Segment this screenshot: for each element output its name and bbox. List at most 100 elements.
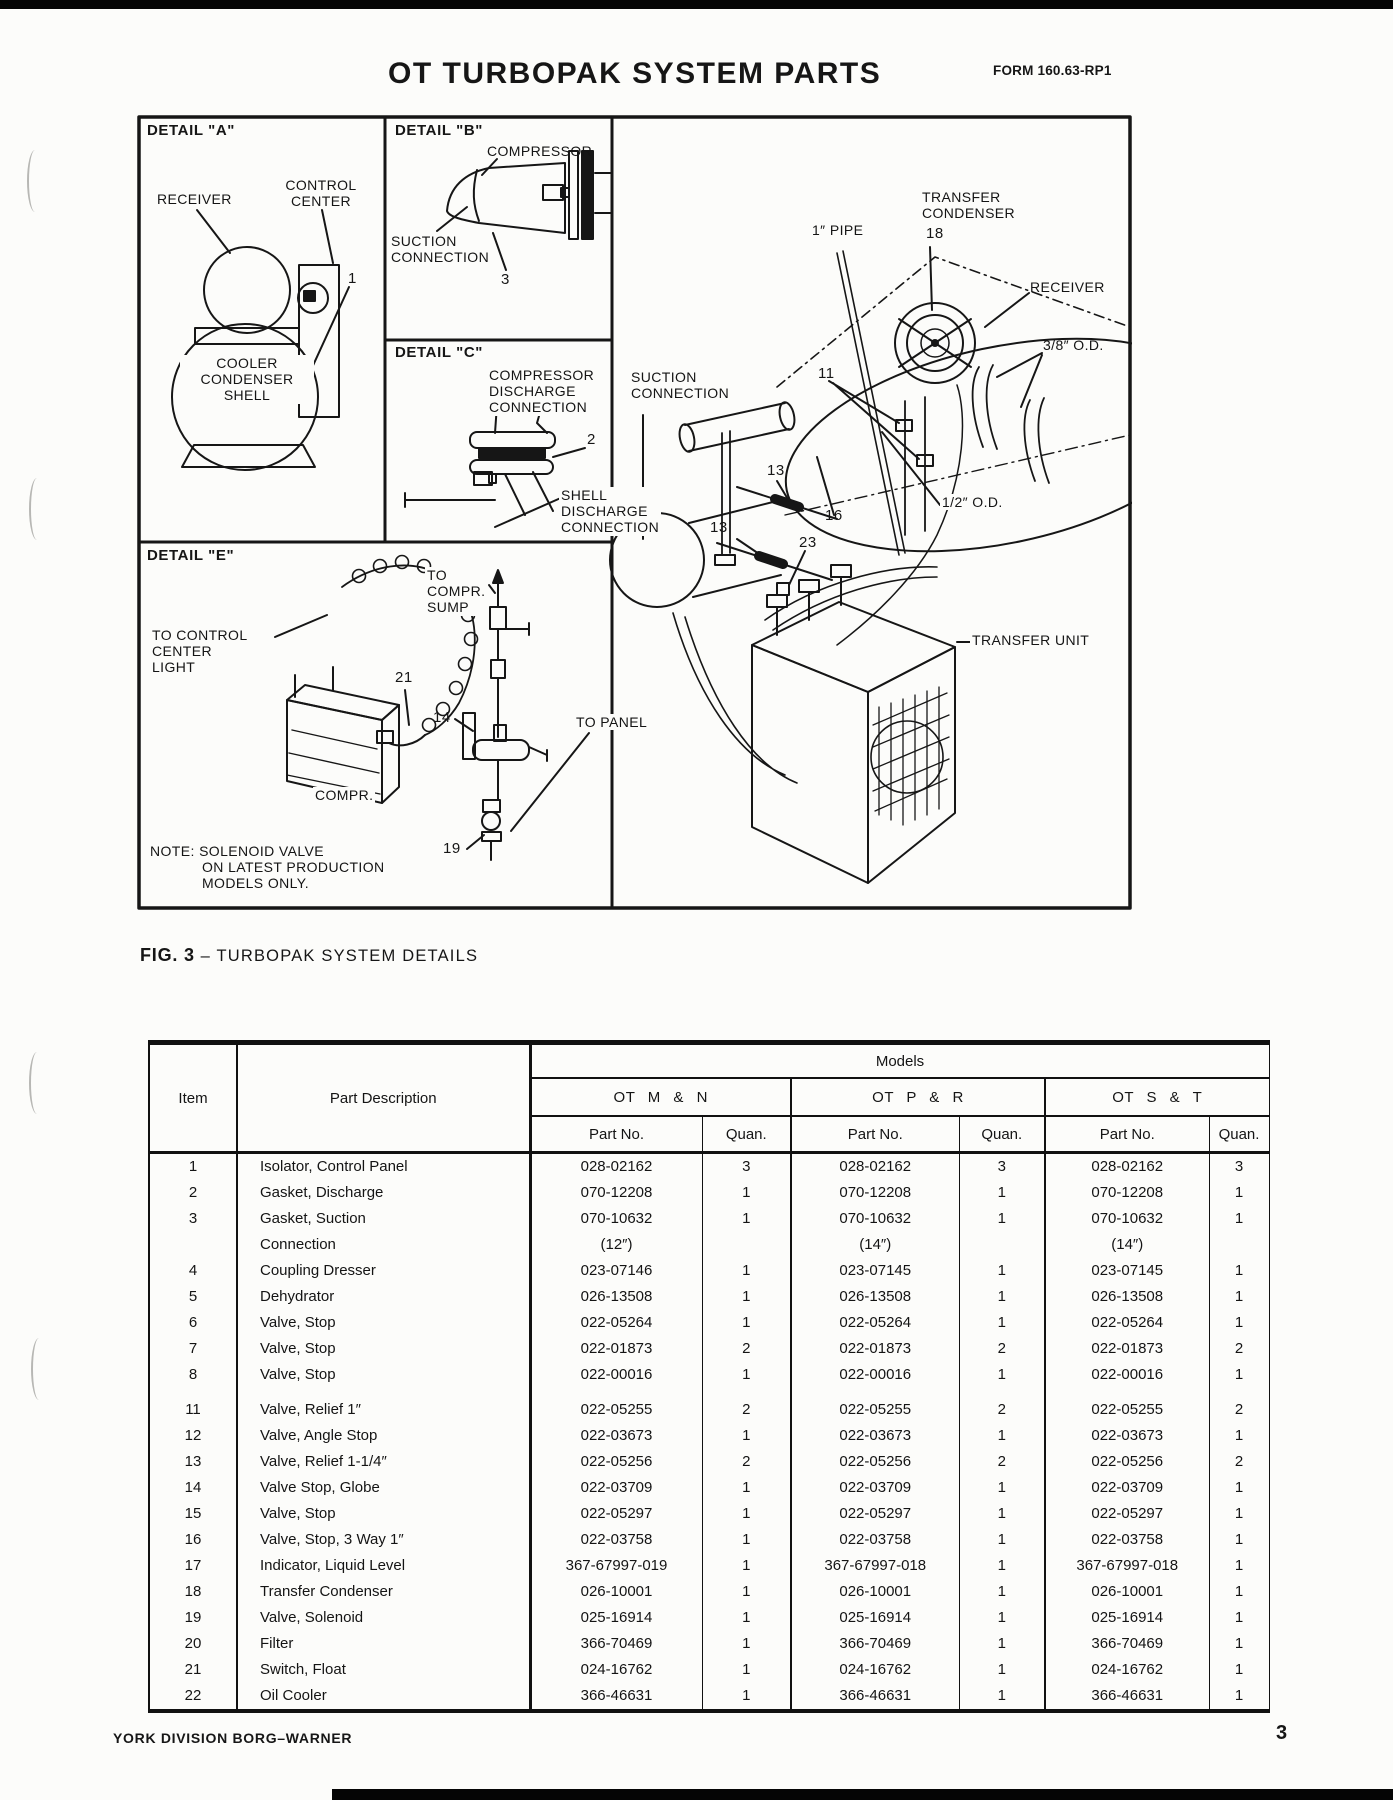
cell-quan: 1 (958, 1501, 1045, 1527)
cell-quan: 1 (701, 1657, 791, 1683)
callout-14: 14 (433, 709, 451, 726)
cell-part-no: 026-13508 (1044, 1284, 1209, 1310)
cell-part-description: Transfer Condenser (260, 1583, 393, 1600)
cell-quan: 1 (958, 1657, 1045, 1683)
cell-item: 20 (149, 1631, 238, 1657)
cell-part-no: 070-10632 (14″) (1044, 1206, 1209, 1258)
cell-quan: 1 (701, 1206, 791, 1258)
cell-item: 22 (149, 1683, 238, 1711)
cell-quan: 1 (1208, 1475, 1270, 1501)
cell-part-no: 366-70469 (790, 1631, 959, 1657)
cell-part-no: 022-05297 (1044, 1501, 1209, 1527)
callout-2: 2 (587, 431, 596, 448)
figure-line-art (137, 115, 1132, 910)
cell-part-no: 026-10001 (790, 1579, 959, 1605)
page-number: 3 (1276, 1722, 1288, 1744)
callout-16: 16 (825, 507, 843, 524)
cell-quan: 2 (1208, 1388, 1270, 1423)
cell-part-no: 022-03673 (1044, 1423, 1209, 1449)
cell-quan: 1 (701, 1475, 791, 1501)
cell-item: 17 (149, 1553, 238, 1579)
cell-part-description: Valve, Stop (260, 1505, 336, 1522)
label-compressor-discharge: COMPRESSOR DISCHARGE CONNECTION (487, 367, 597, 416)
cell-part-no: 366-46631 (1044, 1683, 1209, 1711)
cell-quan: 1 (1208, 1423, 1270, 1449)
cell-part-no: 070-12208 (1044, 1180, 1209, 1206)
callout-19: 19 (443, 840, 461, 857)
cell-part-no: 026-10001 (528, 1579, 702, 1605)
cell-quan: 2 (701, 1336, 791, 1362)
cell-part-no: 367-67997-019 (528, 1553, 702, 1579)
cell-quan: 1 (958, 1362, 1045, 1388)
cell-quan: 2 (1208, 1336, 1270, 1362)
cell-part-description: Switch, Float (260, 1661, 346, 1678)
cell-part-description: Valve, Relief 1-1/4″ (260, 1453, 387, 1470)
callout-3: 3 (501, 271, 510, 288)
cell-quan: 1 (701, 1553, 791, 1579)
cell-part-no: 022-01873 (1044, 1336, 1209, 1362)
cell-part-no: 022-05264 (528, 1310, 702, 1336)
detail-c-title: DETAIL "C" (395, 344, 484, 361)
cell-quan: 1 (701, 1683, 791, 1711)
cell-part-no: 024-16762 (790, 1657, 959, 1683)
cell-part-no: 022-03758 (1044, 1527, 1209, 1553)
cell-item: 16 (149, 1527, 238, 1553)
cell-quan: 1 (1208, 1501, 1270, 1527)
cell-quan: 1 (701, 1284, 791, 1310)
cell-quan: 1 (701, 1423, 791, 1449)
figure-caption-text: – TURBOPAK SYSTEM DETAILS (194, 947, 479, 965)
cell-part-description: Valve, Solenoid (260, 1609, 364, 1626)
scan-artifact (29, 478, 45, 540)
label-1in-pipe: 1″ PIPE (812, 222, 864, 238)
cell-quan: 1 (701, 1501, 791, 1527)
cell-quan: 1 (1208, 1206, 1270, 1258)
cell-quan: 1 (958, 1527, 1045, 1553)
cell-item: 19 (149, 1605, 238, 1631)
cell-part-description: Valve, Stop (260, 1314, 336, 1331)
cell-part-no: 025-16914 (528, 1605, 702, 1631)
cell-part-no: 022-01873 (790, 1336, 959, 1362)
col-header-part-no-1: Part No. (528, 1116, 702, 1154)
cell-item: 5 (149, 1284, 238, 1310)
col-group-ot-pr: OT P & R (790, 1078, 1045, 1117)
callout-13b: 13 (710, 519, 728, 536)
col-header-models: Models (528, 1042, 1270, 1079)
cell-part-no: 025-16914 (790, 1605, 959, 1631)
cell-item: 7 (149, 1336, 238, 1362)
cell-part-no: 023-07145 (1044, 1258, 1209, 1284)
cell-part-no: 023-07145 (790, 1258, 959, 1284)
figure-3: DETAIL "A" RECEIVER CONTROL CENTER COOLE… (137, 115, 1132, 910)
scan-artifact (31, 1338, 47, 1400)
cell-quan: 1 (1208, 1631, 1270, 1657)
cell-part-no: 026-13508 (790, 1284, 959, 1310)
cell-part-description: Dehydrator (260, 1288, 335, 1305)
cell-part-no: 070-10632 (14″) (790, 1206, 959, 1258)
form-number: FORM 160.63-RP1 (993, 63, 1112, 78)
cell-part-no: 022-03709 (1044, 1475, 1209, 1501)
cell-part-description: Valve, Stop (260, 1340, 336, 1357)
cell-part-no: 366-70469 (528, 1631, 702, 1657)
cell-quan: 1 (958, 1605, 1045, 1631)
detail-b-title: DETAIL "B" (395, 122, 484, 139)
cell-quan: 1 (958, 1180, 1045, 1206)
label-1-2-od: 1/2″ O.D. (940, 494, 1005, 511)
label-transfer-unit: TRANSFER UNIT (970, 632, 1092, 649)
cell-quan: 1 (701, 1579, 791, 1605)
label-cooler-condenser-shell: COOLER CONDENSER SHELL (180, 355, 314, 404)
cell-item: 15 (149, 1501, 238, 1527)
cell-part-no: 022-03758 (528, 1527, 702, 1553)
cell-item: 1 (149, 1152, 238, 1180)
cell-quan: 1 (701, 1527, 791, 1553)
cell-quan: 1 (958, 1423, 1045, 1449)
cell-item: 6 (149, 1310, 238, 1336)
cell-quan: 1 (701, 1258, 791, 1284)
cell-part-no: 022-01873 (528, 1336, 702, 1362)
